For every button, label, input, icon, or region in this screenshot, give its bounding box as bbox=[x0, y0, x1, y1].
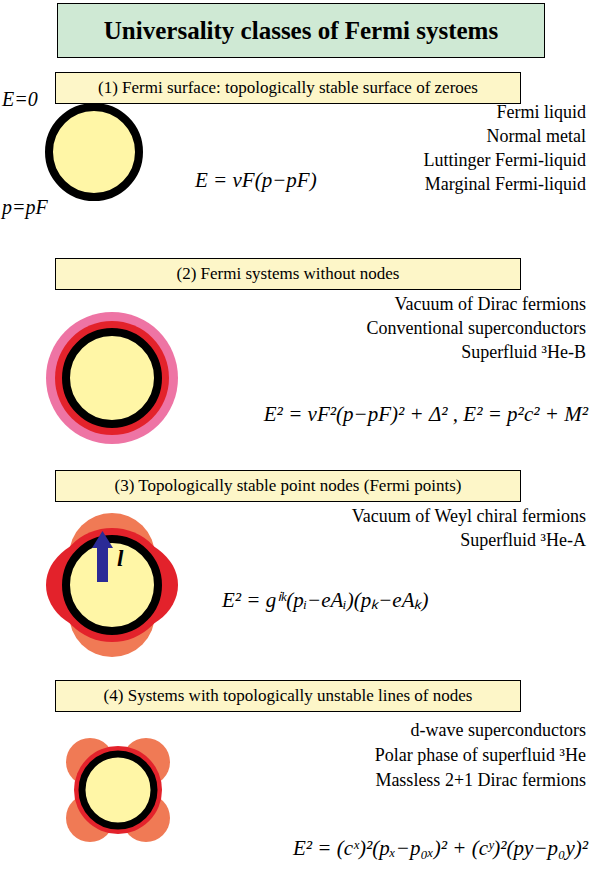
axis-label: p=pF bbox=[2, 196, 48, 219]
system-name: Fermi liquid bbox=[497, 102, 587, 123]
formula: E² = (cˣ)²(pₓ−p₀ₓ)² + (cʸ)²(py−p₀y)² bbox=[293, 836, 588, 860]
axis-label: E=0 bbox=[2, 88, 38, 111]
title-box: Universality classes of Fermi systems bbox=[57, 3, 545, 58]
fermi-surface bbox=[49, 107, 139, 197]
section-header: (1) Fermi surface: topologically stable … bbox=[55, 72, 521, 104]
formula: E = vF(p−pF) bbox=[195, 168, 317, 192]
gap-inner bbox=[55, 321, 169, 435]
fermi-surface bbox=[66, 539, 158, 631]
gap-inner bbox=[46, 535, 178, 635]
l-vector-head bbox=[92, 531, 113, 548]
gap-inner bbox=[55, 528, 169, 642]
formula: E² = gⁱᵏ(pᵢ−eAᵢ)(pₖ−eAₖ) bbox=[222, 588, 428, 612]
system-name: Normal metal bbox=[487, 126, 586, 147]
system-name: d-wave superconductors bbox=[411, 720, 586, 741]
system-name: Vacuum of Weyl chiral fermions bbox=[352, 506, 586, 527]
fermi-surface bbox=[82, 754, 154, 826]
header-text: (1) Fermi surface: topologically stable … bbox=[98, 78, 478, 98]
header-text: (3) Topologically stable point nodes (Fe… bbox=[115, 476, 462, 496]
system-name: Marginal Fermi-liquid bbox=[425, 174, 586, 195]
system-name: Massless 2+1 Dirac fermions bbox=[375, 770, 586, 791]
system-name: Superfluid ³He-B bbox=[461, 342, 586, 363]
fermi-surface bbox=[66, 332, 158, 424]
l-vector bbox=[97, 546, 108, 582]
title-text: Universality classes of Fermi systems bbox=[104, 17, 498, 45]
formula: E² = vF²(p−pF)² + Δ² , E² = p²c² + M² bbox=[264, 402, 588, 426]
section-header: (3) Topologically stable point nodes (Fe… bbox=[55, 470, 521, 502]
section-header: (4) Systems with topologically unstable … bbox=[55, 680, 521, 712]
system-name: Conventional superconductors bbox=[367, 318, 586, 339]
vector-label: l bbox=[117, 546, 123, 572]
gap-outer bbox=[46, 312, 178, 444]
system-name: Vacuum of Dirac fermions bbox=[395, 294, 586, 315]
header-text: (2) Fermi systems without nodes bbox=[177, 264, 400, 284]
header-text: (4) Systems with topologically unstable … bbox=[104, 686, 473, 706]
system-name: Luttinger Fermi-liquid bbox=[424, 150, 586, 171]
system-name: Superfluid ³He-A bbox=[460, 530, 586, 551]
section-header: (2) Fermi systems without nodes bbox=[55, 258, 521, 290]
system-name: Polar phase of superfluid ³He bbox=[375, 745, 586, 766]
gap-inner bbox=[74, 746, 162, 834]
